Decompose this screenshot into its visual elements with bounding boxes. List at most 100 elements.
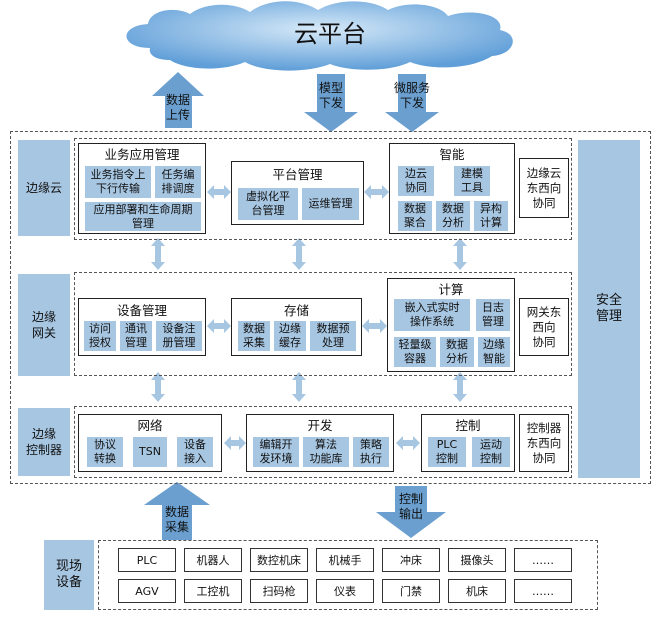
intelligence-cell: 异构 计算 [474, 201, 508, 231]
intelligence-cell: 边云 协同 [398, 166, 434, 196]
cloud-shape [126, 1, 513, 71]
double-arrow-h [224, 436, 246, 450]
field-device-item: 数控机床 [250, 548, 308, 572]
control-group: 控制 PLC 控制 运动 控制 [421, 414, 515, 472]
double-arrow-v [453, 372, 467, 402]
network-group: 网络 协议 转换 TSN 设备 接入 [78, 414, 222, 472]
field-device-item: 机械手 [316, 548, 374, 572]
compute-cell: 数据 分析 [440, 337, 474, 367]
data-upload-label: 数据 上传 [165, 93, 190, 122]
field-device-item: 机床 [448, 579, 506, 603]
microservice-deploy-label: 微服务 下发 [393, 81, 430, 110]
control-output-arrow [376, 486, 446, 538]
storage-cell: 数据 采集 [238, 321, 270, 351]
horizontal-link-arrows [207, 185, 420, 450]
group-title: 智能 [439, 147, 465, 162]
group-title: 控制 [455, 418, 481, 433]
edge-controller-label: 边缘 控制器 [18, 408, 70, 476]
storage-cell: 边缘 缓存 [274, 321, 306, 351]
data-upload-arrow [152, 72, 204, 128]
intelligence-cell: 数据 分析 [436, 201, 470, 231]
controller-ew-collab: 控制器 东西向 协同 [519, 414, 569, 472]
compute-cell: 轻量级 容器 [394, 337, 436, 367]
double-arrow-h [396, 436, 420, 450]
field-device-item: 仪表 [316, 579, 374, 603]
field-device-item: 机器人 [184, 548, 242, 572]
dev-group: 开发 编辑开 发环境 算法 功能库 策略 执行 [246, 414, 394, 472]
storage-group: 存储 数据 采集 边缘 缓存 数据预 处理 [231, 298, 362, 356]
model-deploy-label: 模型 下发 [318, 81, 343, 110]
intelligence-group: 智能 边云 协同 建模 工具 数据 聚合 数据 分析 异构 计算 [389, 143, 515, 234]
group-title: 开发 [307, 418, 333, 433]
field-device-item: 冲床 [382, 548, 440, 572]
security-management: 安全 管理 [578, 140, 640, 478]
edge-cloud-label: 边缘云 [18, 140, 70, 236]
group-title: 设备管理 [116, 303, 167, 318]
compute-cell: 日志 管理 [476, 299, 510, 331]
control-cell: 运动 控制 [472, 437, 510, 467]
field-device-item: AGV [118, 579, 176, 603]
double-arrow-v [453, 238, 467, 270]
dev-cell: 算法 功能库 [303, 437, 349, 467]
data-collect-arrow [144, 482, 210, 540]
group-title: 平台管理 [272, 167, 323, 182]
field-device-item: 工控机 [184, 579, 242, 603]
platform-cell: 虚拟化平 台管理 [238, 188, 298, 220]
platform-cell: 运维管理 [302, 188, 359, 220]
field-device-item: 摄像头 [448, 548, 506, 572]
business-cell: 任务编 排调度 [155, 166, 201, 198]
edge-gateway-label: 边缘 网关 [18, 274, 70, 376]
group-title: 计算 [438, 282, 464, 297]
group-title: 业务应用管理 [104, 147, 180, 162]
double-arrow-h [364, 185, 389, 199]
platform-mgmt-group: 平台管理 虚拟化平 台管理 运维管理 [231, 161, 364, 225]
field-device-item: …… [514, 579, 572, 603]
field-devices-label: 现场 设备 [44, 540, 94, 610]
group-title: 存储 [283, 303, 309, 318]
double-arrow-v [151, 238, 165, 270]
network-cell: 协议 转换 [87, 437, 123, 467]
double-arrow-h [362, 319, 387, 333]
model-deploy-arrow [304, 74, 358, 132]
device-cell: 通讯 管理 [120, 321, 152, 351]
device-mgmt-group: 设备管理 访问 授权 通讯 管理 设备注 册管理 [78, 298, 206, 356]
control-cell: PLC 控制 [428, 437, 466, 467]
control-output-label: 控制 输出 [398, 492, 423, 521]
field-device-item: 门禁 [382, 579, 440, 603]
field-devices-row [98, 540, 598, 610]
business-cell: 应用部署和生命周期 管理 [85, 202, 201, 231]
gateway-ew-collab: 网关东 西向 协同 [519, 298, 569, 356]
dev-cell: 策略 执行 [353, 437, 389, 467]
device-cell: 设备注 册管理 [156, 321, 202, 351]
device-cell: 访问 授权 [84, 321, 116, 351]
business-app-mgmt-group: 业务应用管理 业务指令上 下行传输 任务编 排调度 应用部署和生命周期 管理 [78, 143, 206, 234]
compute-cell: 嵌入式实时 操作系统 [394, 299, 470, 331]
intelligence-cell: 建模 工具 [454, 166, 490, 196]
compute-group: 计算 嵌入式实时 操作系统 日志 管理 轻量级 容器 数据 分析 边缘 智能 [387, 278, 515, 372]
edge-gateway-row [74, 272, 572, 376]
edge-cloud-ew-collab: 边缘云 东西向 协同 [519, 158, 569, 218]
field-device-item: …… [514, 548, 572, 572]
business-cell: 业务指令上 下行传输 [85, 166, 151, 198]
dev-cell: 编辑开 发环境 [253, 437, 299, 467]
compute-cell: 边缘 智能 [478, 337, 510, 367]
layer-link-arrows [151, 238, 467, 402]
cloud-platform-title: 云平台 [294, 19, 366, 48]
network-cell: TSN [133, 437, 167, 467]
edge-controller-row [74, 406, 572, 478]
intelligence-cell: 数据 聚合 [398, 201, 432, 231]
group-title: 网络 [137, 418, 163, 433]
double-arrow-h [207, 185, 231, 199]
double-arrow-v [292, 238, 306, 270]
edge-system-container [10, 131, 651, 484]
storage-cell: 数据预 处理 [310, 321, 356, 351]
field-device-item: PLC [118, 548, 176, 572]
field-device-item: 扫码枪 [250, 579, 308, 603]
microservice-deploy-arrow [385, 74, 439, 132]
network-cell: 设备 接入 [177, 437, 213, 467]
edge-cloud-row [74, 138, 572, 240]
double-arrow-h [207, 319, 231, 333]
data-collect-label: 数据 采集 [164, 505, 189, 534]
double-arrow-v [292, 372, 306, 402]
